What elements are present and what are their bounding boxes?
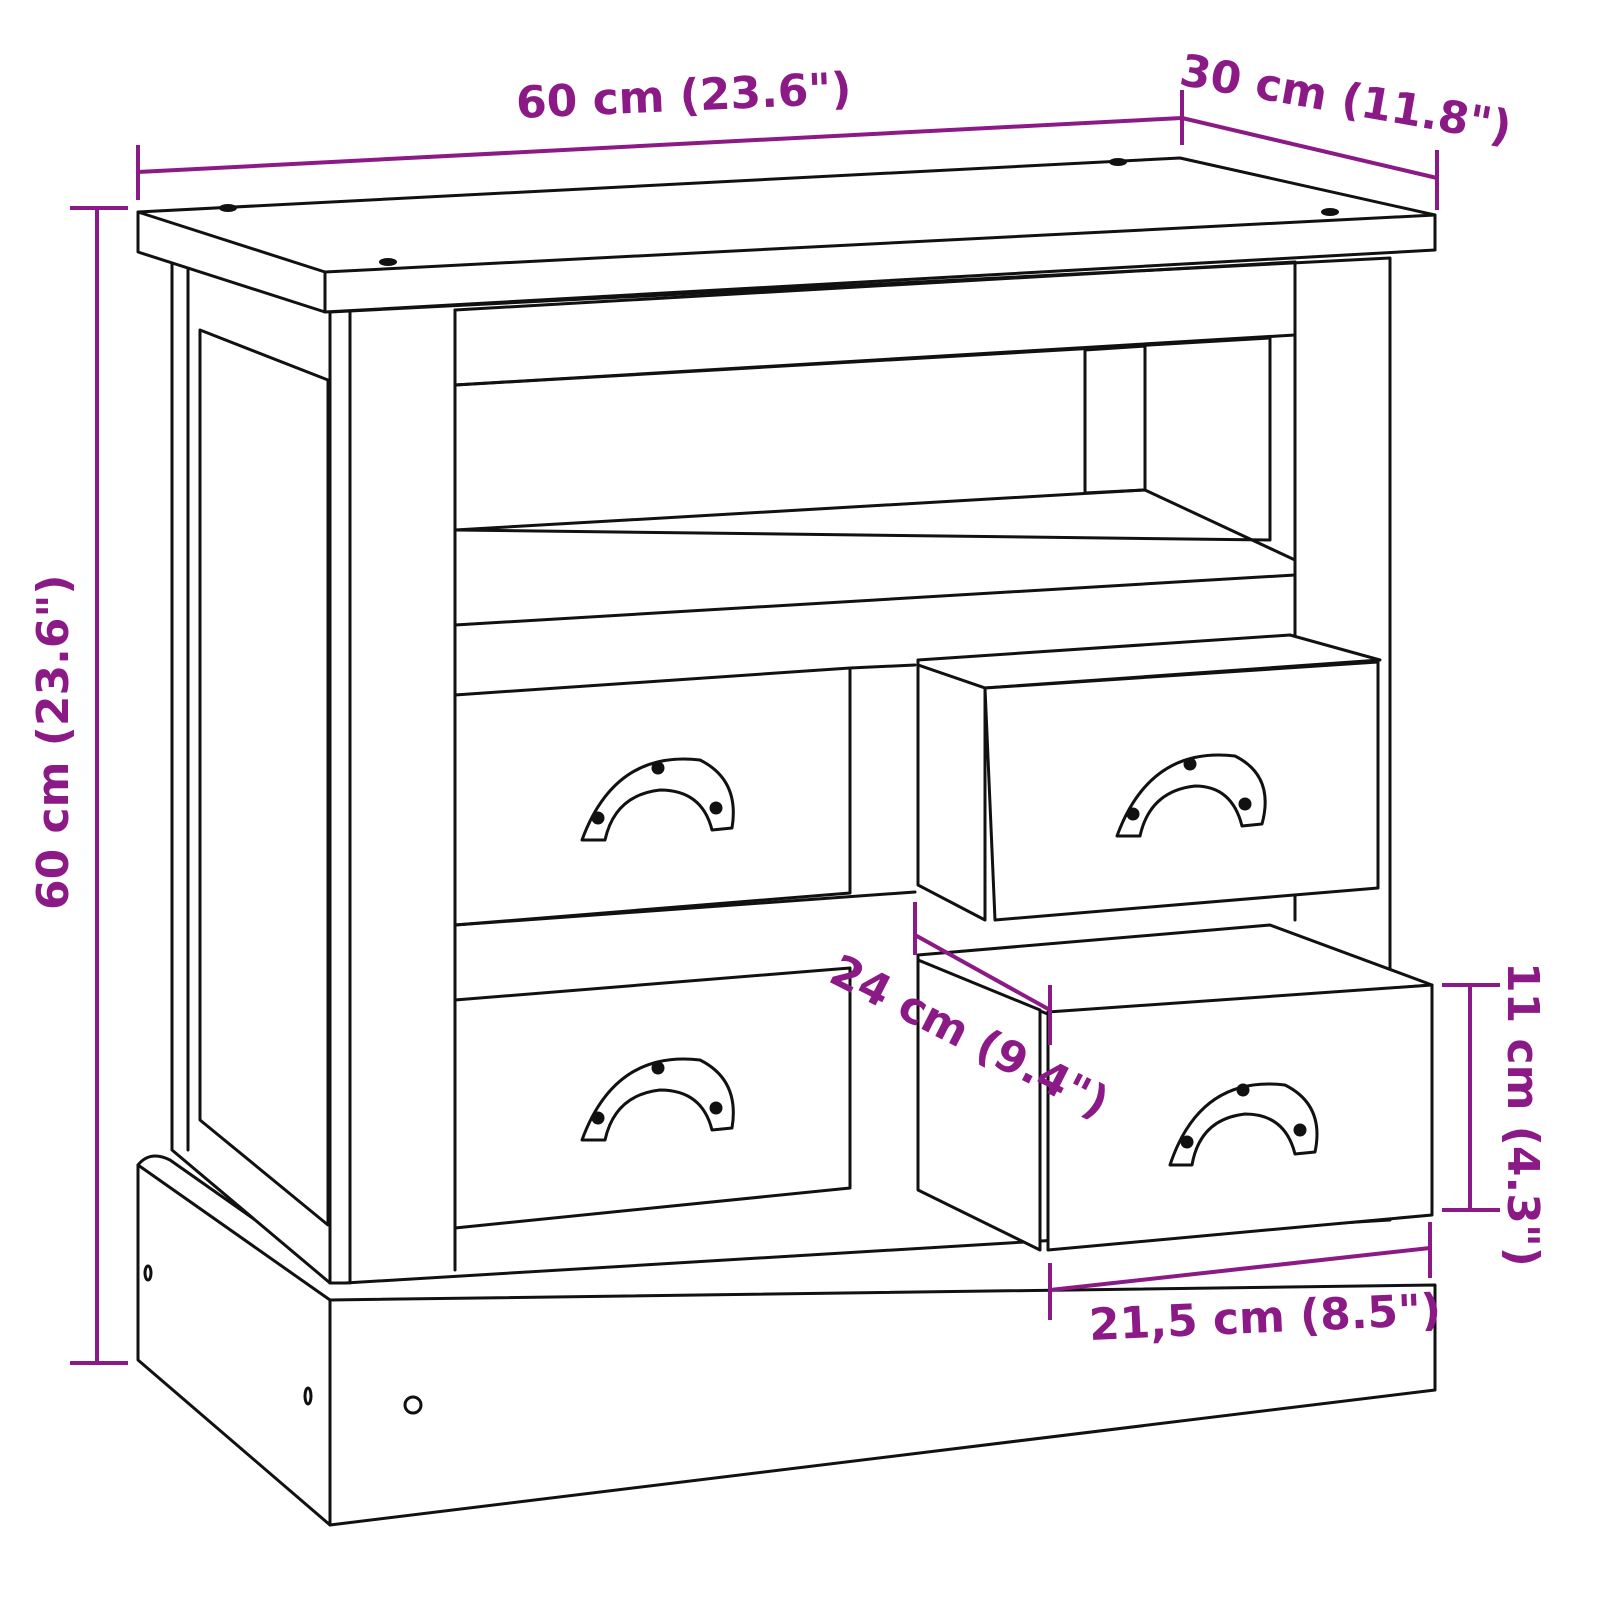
- handle-icon: [580, 1057, 735, 1142]
- drawer-top-left[interactable]: [453, 663, 917, 927]
- drawer-height-label: 11 cm (4.3"): [1497, 962, 1548, 1267]
- handle-icon: [580, 757, 735, 842]
- drawer-bottom-left[interactable]: [453, 890, 917, 1230]
- handle-icon: [1168, 1082, 1319, 1167]
- plinth-base: [136, 1154, 1437, 1527]
- handle-icon: [1115, 753, 1267, 838]
- dimension-lines: [70, 90, 1500, 1365]
- cabinet-top: [136, 156, 1437, 314]
- side-panel: [170, 256, 332, 1285]
- height-label: 60 cm (23.6"): [28, 574, 79, 911]
- drawer-bottom-right-open[interactable]: [916, 923, 1434, 1252]
- drawer-top-right-open[interactable]: [916, 633, 1382, 922]
